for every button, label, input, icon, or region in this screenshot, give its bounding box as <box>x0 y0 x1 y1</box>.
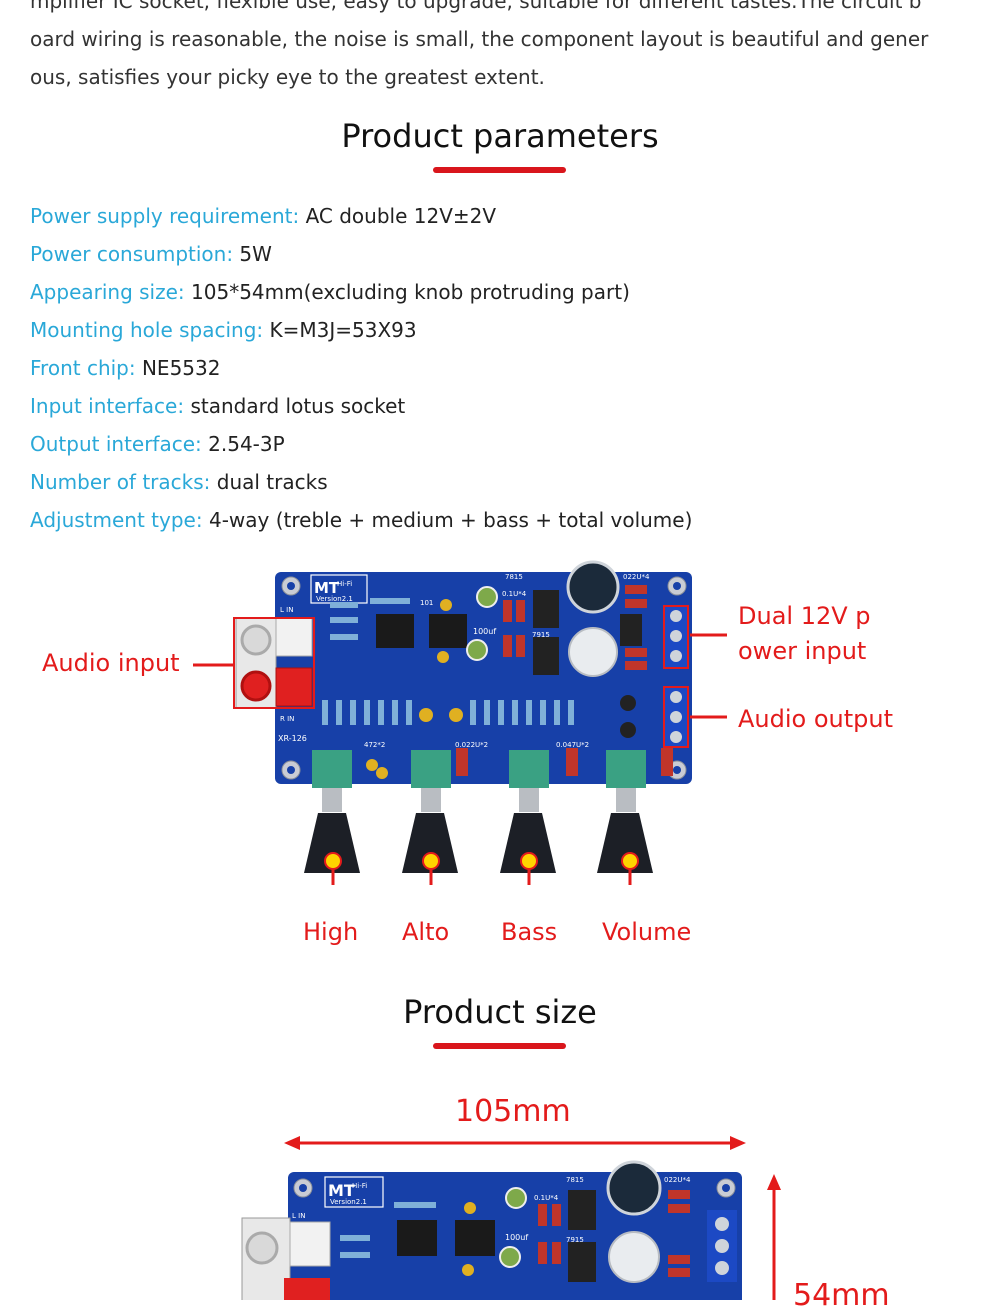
output-terminal <box>663 686 689 748</box>
board-mark: 100uf <box>473 627 496 636</box>
board-mark-rin: R IN <box>280 715 294 723</box>
regulator <box>620 614 642 646</box>
param-front-chip: Front chip: NE5532 <box>30 356 221 380</box>
label-audio-input: Audio input <box>42 649 180 677</box>
param-input-interface: Input interface: standard lotus socket <box>30 394 406 418</box>
board-mark: 7915 <box>566 1236 584 1244</box>
param-adjustment: Adjustment type: 4-way (treble + medium … <box>30 508 693 532</box>
height-arrow <box>767 1174 781 1300</box>
knob-marker-high <box>324 852 342 870</box>
parameters-title: Product parameters <box>341 117 659 155</box>
board-mark-lin: L IN <box>292 1212 305 1220</box>
label-power-input-line2: ower input <box>738 637 867 665</box>
label-knob-alto: Alto <box>402 918 450 946</box>
label-audio-output: Audio output <box>738 705 894 733</box>
width-arrow <box>284 1136 746 1150</box>
capacitor <box>476 586 498 608</box>
board-brand-sub: Hi-Fi <box>337 580 352 588</box>
board-brand-sub: Hi-Fi <box>352 1182 367 1190</box>
param-power-consumption: Power consumption: 5W <box>30 242 272 266</box>
board-mark: 0.022U*2 <box>455 741 488 749</box>
resistor-row <box>322 598 574 725</box>
board-size-photo: MT Hi-Fi Version2.1 L IN 0.1U*4 7815 100… <box>241 1160 742 1300</box>
board-mark: 022U*4 <box>664 1176 691 1184</box>
capacitor <box>568 627 618 677</box>
label-power-input-line1: Dual 12V p <box>738 602 871 630</box>
film-capacitors <box>456 585 673 776</box>
capacitor <box>566 560 620 614</box>
ic-chip <box>429 614 467 648</box>
param-tracks: Number of tracks: dual tracks <box>30 470 328 494</box>
parameter-list: Power supply requirement: AC double 12V±… <box>30 197 692 539</box>
board-mark: 7915 <box>532 631 550 639</box>
param-mounting-hole: Mounting hole spacing: K=M3J=53X93 <box>30 318 417 342</box>
board-version: Version2.1 <box>330 1198 367 1206</box>
ceramic-capacitors <box>366 599 463 779</box>
size-title-underline <box>433 1043 566 1049</box>
board-model: XR-126 <box>278 734 307 743</box>
regulator <box>533 590 559 628</box>
intro-line: ous, satisfies your picky eye to the gre… <box>30 65 545 89</box>
intro-line: oard wiring is reasonable, the noise is … <box>30 27 929 51</box>
ic-chip <box>376 614 414 648</box>
capacitor <box>466 639 488 661</box>
board-mark: 100uf <box>505 1233 528 1242</box>
board-mark: 101 <box>420 599 433 607</box>
board-brand: MT <box>328 1181 355 1200</box>
label-height: 54mm <box>793 1278 890 1313</box>
callout-lines <box>193 633 727 885</box>
rca-socket <box>235 617 313 709</box>
param-appearing-size: Appearing size: 105*54mm(excluding knob … <box>30 280 630 304</box>
board-mark: 7815 <box>566 1176 584 1184</box>
knob-marker-bass <box>520 852 538 870</box>
intro-line: mplifier IC socket, flexible use, easy t… <box>30 0 922 13</box>
board-mark: 472*2 <box>364 741 385 749</box>
board-version: Version2.1 <box>316 595 353 603</box>
label-width: 105mm <box>455 1094 571 1129</box>
board-diagram: MT Hi-Fi Version2.1 L IN R IN XR-126 101… <box>193 560 727 885</box>
intro-paragraph: mplifier IC socket, flexible use, easy t… <box>30 0 975 96</box>
size-title: Product size <box>403 993 597 1031</box>
label-knob-volume: Volume <box>602 918 692 946</box>
regulator <box>533 637 559 675</box>
board-mark-lin: L IN <box>280 606 293 614</box>
label-knob-bass: Bass <box>501 918 558 946</box>
power-terminal <box>663 605 689 669</box>
label-knob-high: High <box>303 918 359 946</box>
board-mark: 7815 <box>505 573 523 581</box>
audio-input-highlight <box>233 617 315 709</box>
potentiometer-knobs <box>304 750 653 873</box>
parameters-title-underline <box>433 167 566 173</box>
board-mark: 022U*4 <box>623 573 650 581</box>
board-mark: 0.047U*2 <box>556 741 589 749</box>
board-brand: MT <box>314 579 340 597</box>
param-power-supply: Power supply requirement: AC double 12V±… <box>30 204 497 228</box>
knob-marker-alto <box>422 852 440 870</box>
board-mark: 0.1U*4 <box>534 1194 559 1202</box>
param-output-interface: Output interface: 2.54-3P <box>30 432 285 456</box>
board-mark: 0.1U*4 <box>502 590 527 598</box>
knob-marker-volume <box>621 852 639 870</box>
